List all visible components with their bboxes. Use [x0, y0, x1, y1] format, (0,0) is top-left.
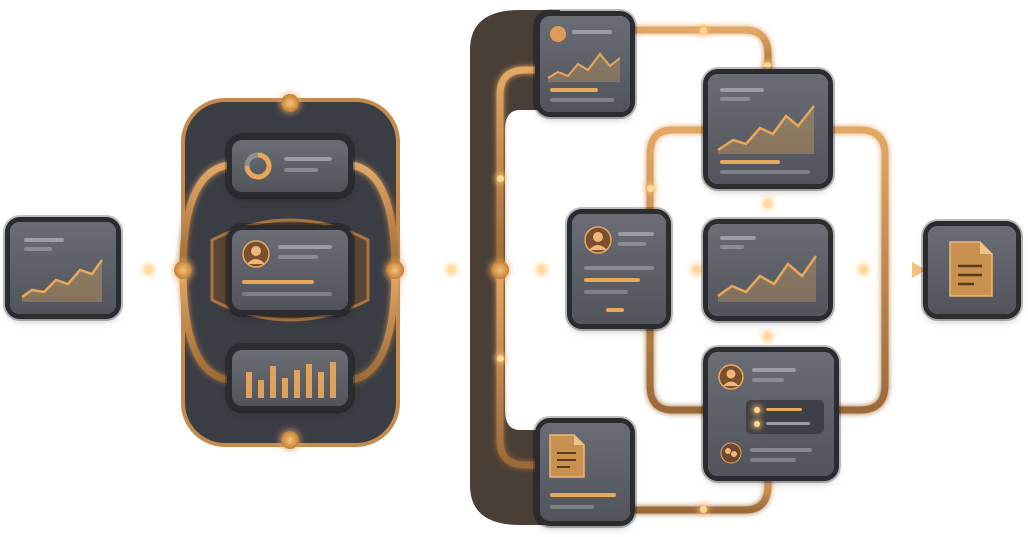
area-chart-icon [21, 259, 104, 302]
signal-dot [764, 62, 771, 69]
list-line [766, 408, 802, 411]
meta-line [550, 505, 594, 509]
summary-line [284, 168, 318, 172]
detail-line [584, 290, 628, 294]
bus-backplate [470, 10, 560, 525]
donut-summary-card[interactable] [232, 140, 348, 192]
signal-dot [538, 266, 545, 273]
bullet-dot [754, 407, 760, 413]
signal-dot [448, 266, 455, 273]
signal-dot [497, 175, 504, 182]
center-profile-card[interactable] [572, 214, 666, 324]
top-link [635, 26, 772, 75]
document-card[interactable] [540, 423, 630, 521]
detail-line [618, 242, 646, 246]
name-line [278, 245, 332, 249]
bar-chart-card[interactable] [232, 350, 348, 406]
progress-line [550, 88, 598, 92]
list-line [766, 422, 810, 425]
donut-chart-icon [244, 152, 272, 180]
detail-line [750, 448, 812, 452]
detail-panel [746, 400, 824, 434]
signal-dot [497, 355, 504, 362]
document-icon [549, 434, 585, 478]
document-icon [949, 241, 993, 297]
area-chart-icon [717, 105, 815, 154]
top-profile-chart-card[interactable] [540, 16, 630, 112]
user-icon [718, 364, 744, 390]
detail-line [752, 378, 784, 382]
left-branch-bottom-r [349, 269, 399, 384]
signal-dot [693, 266, 700, 273]
bottom-link [635, 478, 772, 514]
detail-line [584, 266, 654, 270]
title-line [24, 238, 64, 242]
subtitle-line [720, 245, 744, 249]
progress-line [242, 280, 314, 284]
summary-line [284, 157, 332, 161]
title-line [572, 30, 612, 34]
signal-dot [647, 185, 654, 192]
user-profile-card[interactable] [232, 230, 348, 310]
junction-node [174, 261, 192, 279]
progress-line [550, 493, 616, 497]
subtitle-line [24, 247, 52, 251]
right-top-chart-card[interactable] [708, 74, 828, 184]
junction-node [281, 94, 299, 112]
right-bottom-profile-card[interactable] [708, 352, 834, 476]
bullet-dot [754, 421, 760, 427]
user-icon [584, 226, 612, 254]
area-chart-icon [717, 255, 818, 302]
subtitle-line [720, 97, 750, 101]
detail-line [750, 458, 796, 462]
meta-line [550, 98, 614, 102]
source-chart-card[interactable] [10, 222, 116, 314]
detail-line [278, 255, 318, 259]
signal-dot [700, 27, 707, 34]
signal-dot [764, 200, 771, 207]
title-line [720, 236, 756, 240]
user-icon [242, 240, 270, 268]
area-chart-icon [547, 52, 621, 82]
junction-node [491, 261, 509, 279]
signal-dot [145, 266, 152, 273]
name-line [618, 232, 654, 236]
signal-dot [700, 506, 707, 513]
signal-dot [860, 266, 867, 273]
signal-dot [764, 333, 771, 340]
junction-node [281, 431, 299, 449]
right-middle-chart-card[interactable] [708, 224, 828, 316]
left-branch-top-r [349, 161, 399, 271]
bus-vertical-low [496, 270, 540, 469]
progress-line [606, 308, 624, 312]
output-document-card[interactable] [928, 226, 1016, 314]
output-arrow [912, 262, 926, 278]
left-branch-top [179, 161, 231, 271]
name-line [752, 368, 796, 372]
user-icon [550, 26, 566, 42]
bar-chart-icon [246, 362, 336, 398]
progress-line [720, 160, 780, 164]
progress-line [584, 278, 640, 282]
left-branch-bottom [179, 269, 231, 384]
bus-vertical [496, 66, 540, 270]
junction-node [386, 261, 404, 279]
team-icon [720, 442, 742, 464]
meta-line [720, 170, 810, 174]
meta-line [242, 292, 332, 296]
title-line [720, 88, 764, 92]
